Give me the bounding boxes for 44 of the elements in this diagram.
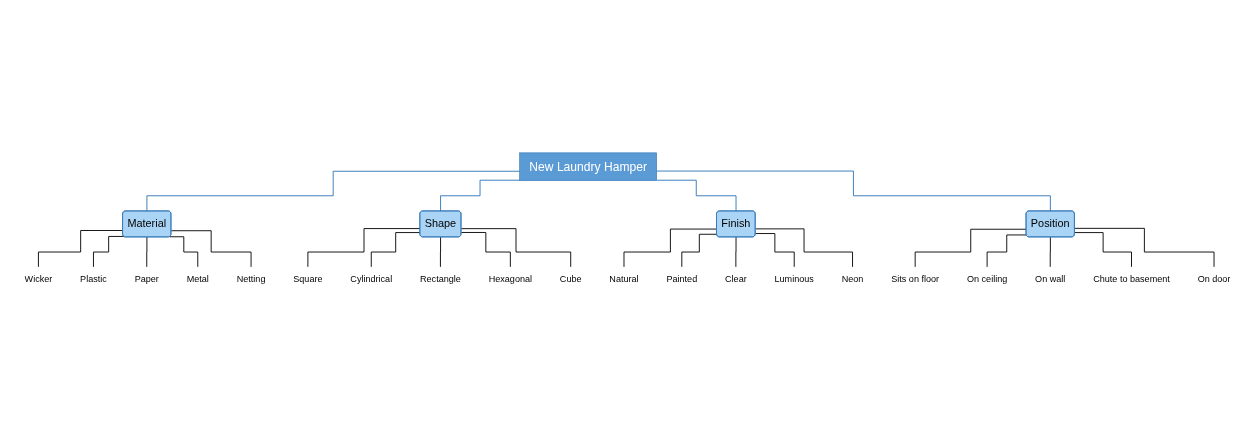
node-text: Cube: [559, 273, 582, 284]
node-text: Clear: [725, 273, 747, 284]
connector: [681, 234, 718, 268]
connector: [656, 170, 1051, 212]
node-text: Sits on floor: [891, 273, 940, 284]
node-text: Natural: [609, 273, 639, 284]
connector: [623, 228, 718, 268]
connector: [1049, 237, 1051, 268]
connector: [755, 228, 853, 268]
node-text: Netting: [236, 273, 266, 284]
connector: [370, 232, 421, 268]
connector: [439, 237, 442, 268]
connector: [169, 236, 199, 268]
connector: [93, 236, 125, 268]
connector: [460, 232, 511, 268]
node-text: Chute to basement: [1093, 273, 1170, 284]
connector: [37, 230, 124, 268]
connector: [460, 228, 572, 268]
node-text: Cylindrical: [350, 273, 393, 284]
connector: [146, 171, 521, 212]
node-text: Luminous: [774, 273, 814, 284]
connector: [170, 230, 252, 268]
node-text: Metal: [186, 273, 209, 284]
connector: [755, 233, 795, 268]
connector: [440, 180, 521, 212]
node-box: New Laundry Hamper: [519, 152, 657, 182]
node-text: Rectangle: [420, 273, 461, 284]
node-text: Wicker: [24, 273, 53, 284]
node-text: On ceiling: [966, 273, 1008, 284]
connector: [307, 228, 421, 268]
node-text: Plastic: [80, 273, 107, 284]
node-text: Neon: [841, 273, 864, 284]
connector: [146, 237, 148, 268]
node-text: Hexagonal: [488, 273, 533, 284]
node-text: Painted: [666, 273, 698, 284]
node-text: On door: [1197, 273, 1231, 284]
connector: [986, 234, 1027, 268]
node-text: Paper: [134, 273, 159, 284]
connector: [656, 180, 737, 212]
connector: [1074, 228, 1215, 268]
node-text: Square: [293, 273, 323, 284]
node-text: On wall: [1035, 273, 1066, 284]
connector: [914, 229, 1027, 268]
connector: [1074, 232, 1132, 268]
